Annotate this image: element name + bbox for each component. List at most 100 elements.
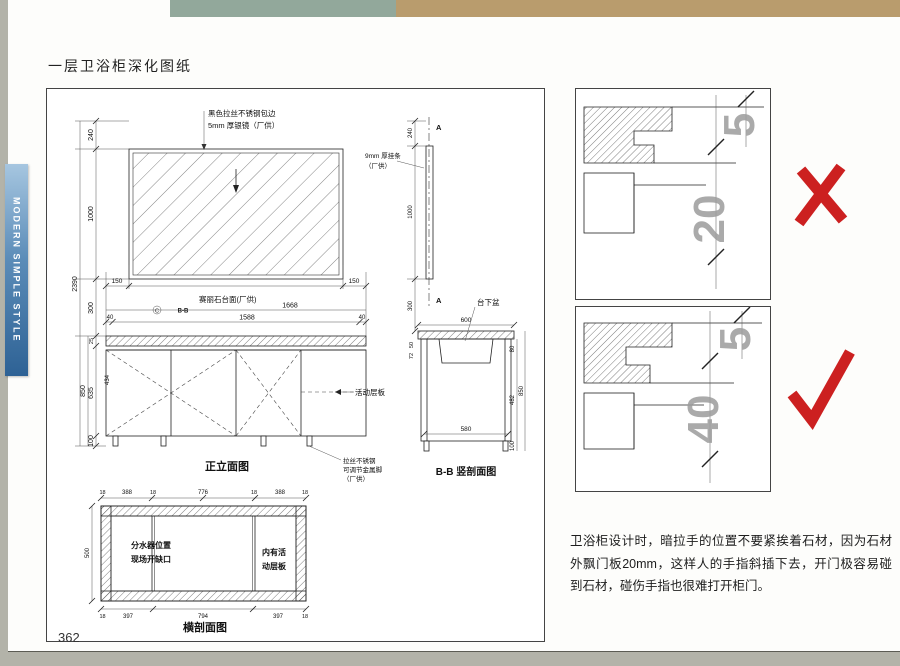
dim-2390: 2390 [72, 276, 79, 292]
technical-drawing: 黑色拉丝不锈钢包边 5mm 厚银镜（厂供） [72, 108, 526, 634]
detail-wrong-drawing: 20 5 [583, 90, 764, 289]
dim-300: 300 [88, 302, 95, 314]
mark-c: C [155, 309, 159, 315]
cabinet-front [105, 335, 367, 447]
leg [423, 440, 430, 452]
basin-callout: 台下盆 [464, 297, 500, 342]
leg [112, 435, 119, 447]
page-number: 362 [58, 630, 80, 645]
plan-label-left-1: 分水器位置 [131, 540, 171, 550]
bb-dim-240: 240 [408, 127, 414, 138]
stone-profile [583, 106, 673, 164]
plan-body [100, 505, 307, 602]
dim-150-left: 150 [112, 278, 123, 285]
drawing-sheet: 黑色拉丝不锈钢包边 5mm 厚银镜（厂供） [46, 88, 545, 642]
bb-dim-580: 580 [461, 426, 472, 433]
label-steel-edge: 黑色拉丝不锈钢包边 [208, 108, 276, 118]
label-mirror: 5mm 厚银镜（厂供） [208, 120, 279, 130]
label-shelf: 活动层板 [355, 387, 385, 397]
plan-dims-top: 18 388 18 776 18 388 18 [97, 490, 310, 502]
bb-dim-72: 72 [409, 353, 415, 359]
bb-dim-1000: 1000 [408, 205, 414, 219]
mirror-callouts: 黑色拉丝不锈钢包边 5mm 厚银镜（厂供） [201, 108, 279, 150]
label-feet-2: 可调节金属脚 [343, 465, 383, 474]
leg [260, 435, 267, 447]
section-bb: A A 9mm 厚挂条 （厂供） [365, 117, 526, 478]
detail-correct-dim-5: 5 [711, 327, 760, 351]
label-strip-1: 9mm 厚挂条 [365, 151, 401, 160]
plan-dim: 18 [150, 490, 156, 496]
mark-a-top: A [436, 123, 442, 132]
bb-dim-850: 850 [519, 385, 525, 396]
detail-wrong-dim-5: 5 [715, 113, 764, 137]
section-plan-title: 横剖面图 [183, 620, 227, 634]
dim-40-left: 40 [107, 315, 114, 321]
dim-434: 434 [105, 374, 111, 385]
plan-dims-bottom: 18 397 794 397 18 [97, 605, 310, 620]
dim-850: 850 [80, 385, 87, 397]
correct-check-icon [787, 349, 855, 430]
feet-callout: 拉丝不锈钢 可调节金属脚 （厂供） [308, 445, 383, 483]
plan-label-right-2: 动层板 [262, 561, 287, 571]
dim-150-right: 150 [349, 278, 360, 285]
dim-40-right: 40 [359, 315, 366, 321]
dim-25: 25 [89, 338, 95, 344]
design-note: 卫浴柜设计时，暗拉手的位置不要紧挨着石材，因为石材外飘门板20mm，这样人的手指… [570, 534, 892, 593]
plan-dim: 397 [273, 614, 284, 620]
dim-635: 635 [88, 387, 95, 399]
plan-dim: 388 [122, 490, 133, 496]
dim-1000: 1000 [88, 206, 95, 222]
detail-correct: 40 5 [575, 306, 771, 492]
plan-dim-depth: 500 [85, 547, 91, 558]
stone-profile [583, 322, 673, 384]
plan-dim: 18 [302, 490, 308, 496]
label-strip-2: （厂供） [365, 161, 391, 170]
label-feet-1: 拉丝不锈钢 [343, 456, 376, 465]
mirror-side-view: A A [425, 117, 442, 307]
detail-profile-wrong [583, 90, 764, 289]
dim-1588: 1588 [239, 315, 255, 322]
detail-correct-dim-40: 40 [679, 395, 728, 444]
bb-dims-left: 240 1000 300 50 72 [407, 117, 426, 359]
page-title: 一层卫浴柜深化图纸 [48, 58, 192, 74]
plan-dim: 388 [275, 490, 286, 496]
detail-correct-drawing: 40 5 [583, 307, 762, 483]
bb-dim-50: 50 [409, 342, 415, 348]
plan-dim: 794 [198, 614, 209, 620]
plan-dim: 18 [251, 490, 257, 496]
bb-dim-100: 100 [510, 440, 516, 451]
top-bar-teal [170, 0, 396, 17]
shelf-callout: 活动层板 [335, 387, 385, 397]
plan-label-right-1: 内有活 [262, 547, 286, 557]
front-elevation-title: 正立面图 [205, 459, 249, 473]
front-dims-top: 150 150 C B-B 赛丽石台面(厂供) 1668 40 1588 40 [102, 265, 370, 336]
bb-dim-80: 80 [510, 345, 516, 352]
series-title: MODERN SIMPLE STYLE [11, 197, 22, 343]
countertop-front [105, 335, 367, 347]
dim-100: 100 [88, 435, 95, 447]
leg [160, 435, 167, 447]
dim-240: 240 [88, 129, 95, 141]
detail-wrong-dim-20: 20 [685, 195, 734, 244]
top-bar-tan [396, 0, 900, 17]
bb-dim-300: 300 [408, 300, 414, 311]
hanger-strip-callout: 9mm 厚挂条 （厂供） [365, 151, 425, 170]
plan-dim: 776 [198, 490, 209, 496]
detail-profile-correct [583, 307, 762, 483]
mirror-front [128, 148, 344, 280]
door-panel [583, 392, 635, 450]
detail-wrong: 20 5 [575, 88, 771, 300]
leg [306, 435, 313, 447]
plan-dim: 18 [99, 614, 105, 620]
page-corner [8, 0, 16, 26]
mark-a-bottom: A [436, 296, 442, 305]
bb-dim-600: 600 [461, 317, 472, 324]
front-dims-left: 240 1000 300 25 635 100 2390 850 434 [72, 117, 129, 450]
cabinet-section [417, 330, 515, 452]
plan-dims-left: 500 [85, 502, 96, 605]
wrong-x-icon [794, 163, 848, 227]
front-elevation: 黑色拉丝不锈钢包边 5mm 厚银镜（厂供） [72, 108, 385, 483]
label-counter: 赛丽石台面(厂供) [199, 294, 257, 304]
section-bb-title: B-B 竖剖面图 [436, 465, 497, 478]
bb-dims-right: 600 580 80 482 100 850 [414, 317, 526, 451]
